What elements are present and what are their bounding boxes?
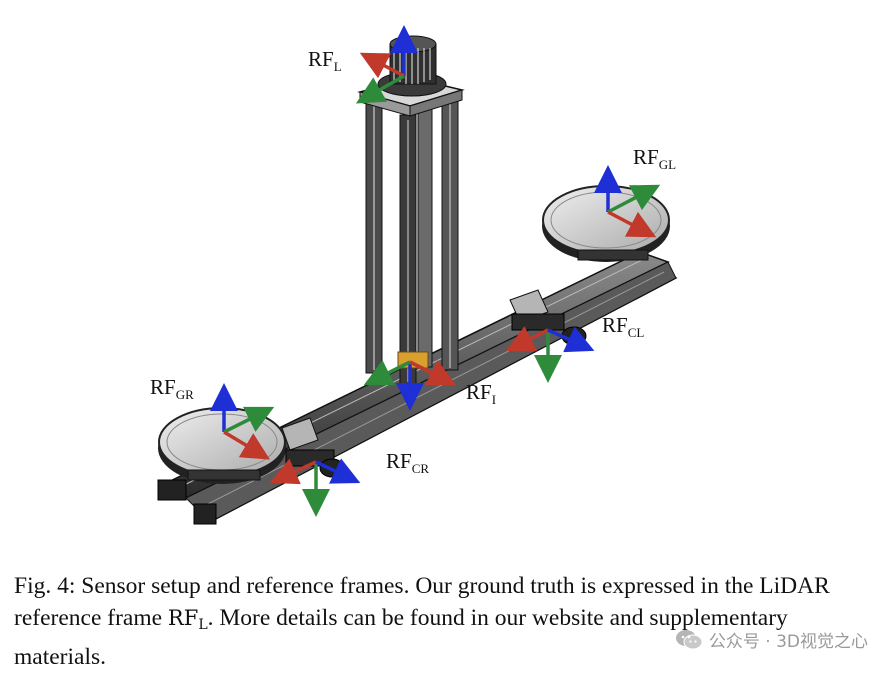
label-rf-cl: RFCL [602, 313, 645, 340]
frame-axes-cl [505, 326, 595, 383]
label-rf-cr: RFCR [386, 449, 430, 476]
frame-axes-gr [210, 383, 275, 460]
base-rails [157, 251, 678, 525]
caption-suffix: . More details can be found in our websi… [14, 605, 788, 670]
frame-axes-gl [594, 165, 661, 238]
caption-prefix: Fig. 4: Sensor setup and reference frame… [14, 573, 830, 631]
label-rf-l: RFL [308, 47, 342, 74]
sensor-setup-figure [157, 25, 678, 525]
frame-axes-l [355, 25, 418, 104]
frame-axes-cr [269, 458, 361, 517]
lidar-tower [357, 77, 465, 386]
caption-math: RFL [167, 606, 208, 633]
label-rf-gr: RFGR [150, 375, 194, 402]
watermark-text: 公众号 · 3D视觉之心 [708, 632, 868, 652]
ground-disc-left [542, 185, 670, 262]
watermark: 公众号 · 3D视觉之心 [675, 627, 868, 652]
label-rf-gl: RFGL [633, 145, 677, 172]
frame-axes-i [363, 360, 457, 411]
ground-disc-right [158, 407, 286, 484]
figure-caption: Fig. 4: Sensor setup and reference frame… [14, 570, 874, 673]
label-rf-i: RFI [466, 380, 497, 407]
wechat-icon [675, 629, 703, 649]
